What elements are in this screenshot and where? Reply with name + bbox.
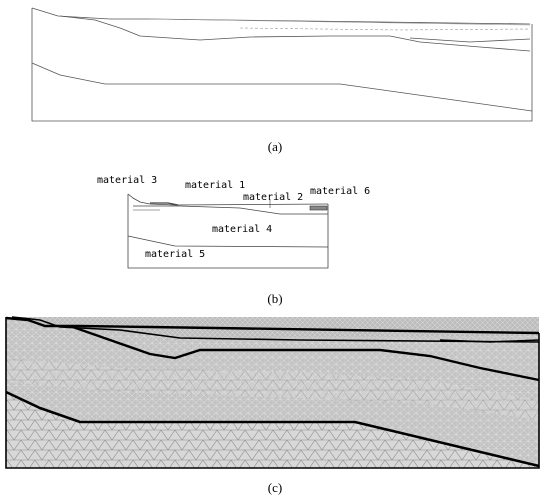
- material-6-block: [309, 205, 328, 211]
- label-material-6: material 6: [310, 186, 370, 197]
- label-material-4: material 4: [212, 224, 272, 235]
- label-material-3: material 3: [97, 175, 157, 186]
- label-material-5: material 5: [145, 249, 205, 260]
- caption-c: (c): [267, 480, 283, 495]
- caption-b: (b): [267, 291, 283, 306]
- label-material-1: material 1: [185, 180, 245, 191]
- label-material-2: material 2: [243, 192, 303, 203]
- caption-a: (a): [267, 139, 283, 154]
